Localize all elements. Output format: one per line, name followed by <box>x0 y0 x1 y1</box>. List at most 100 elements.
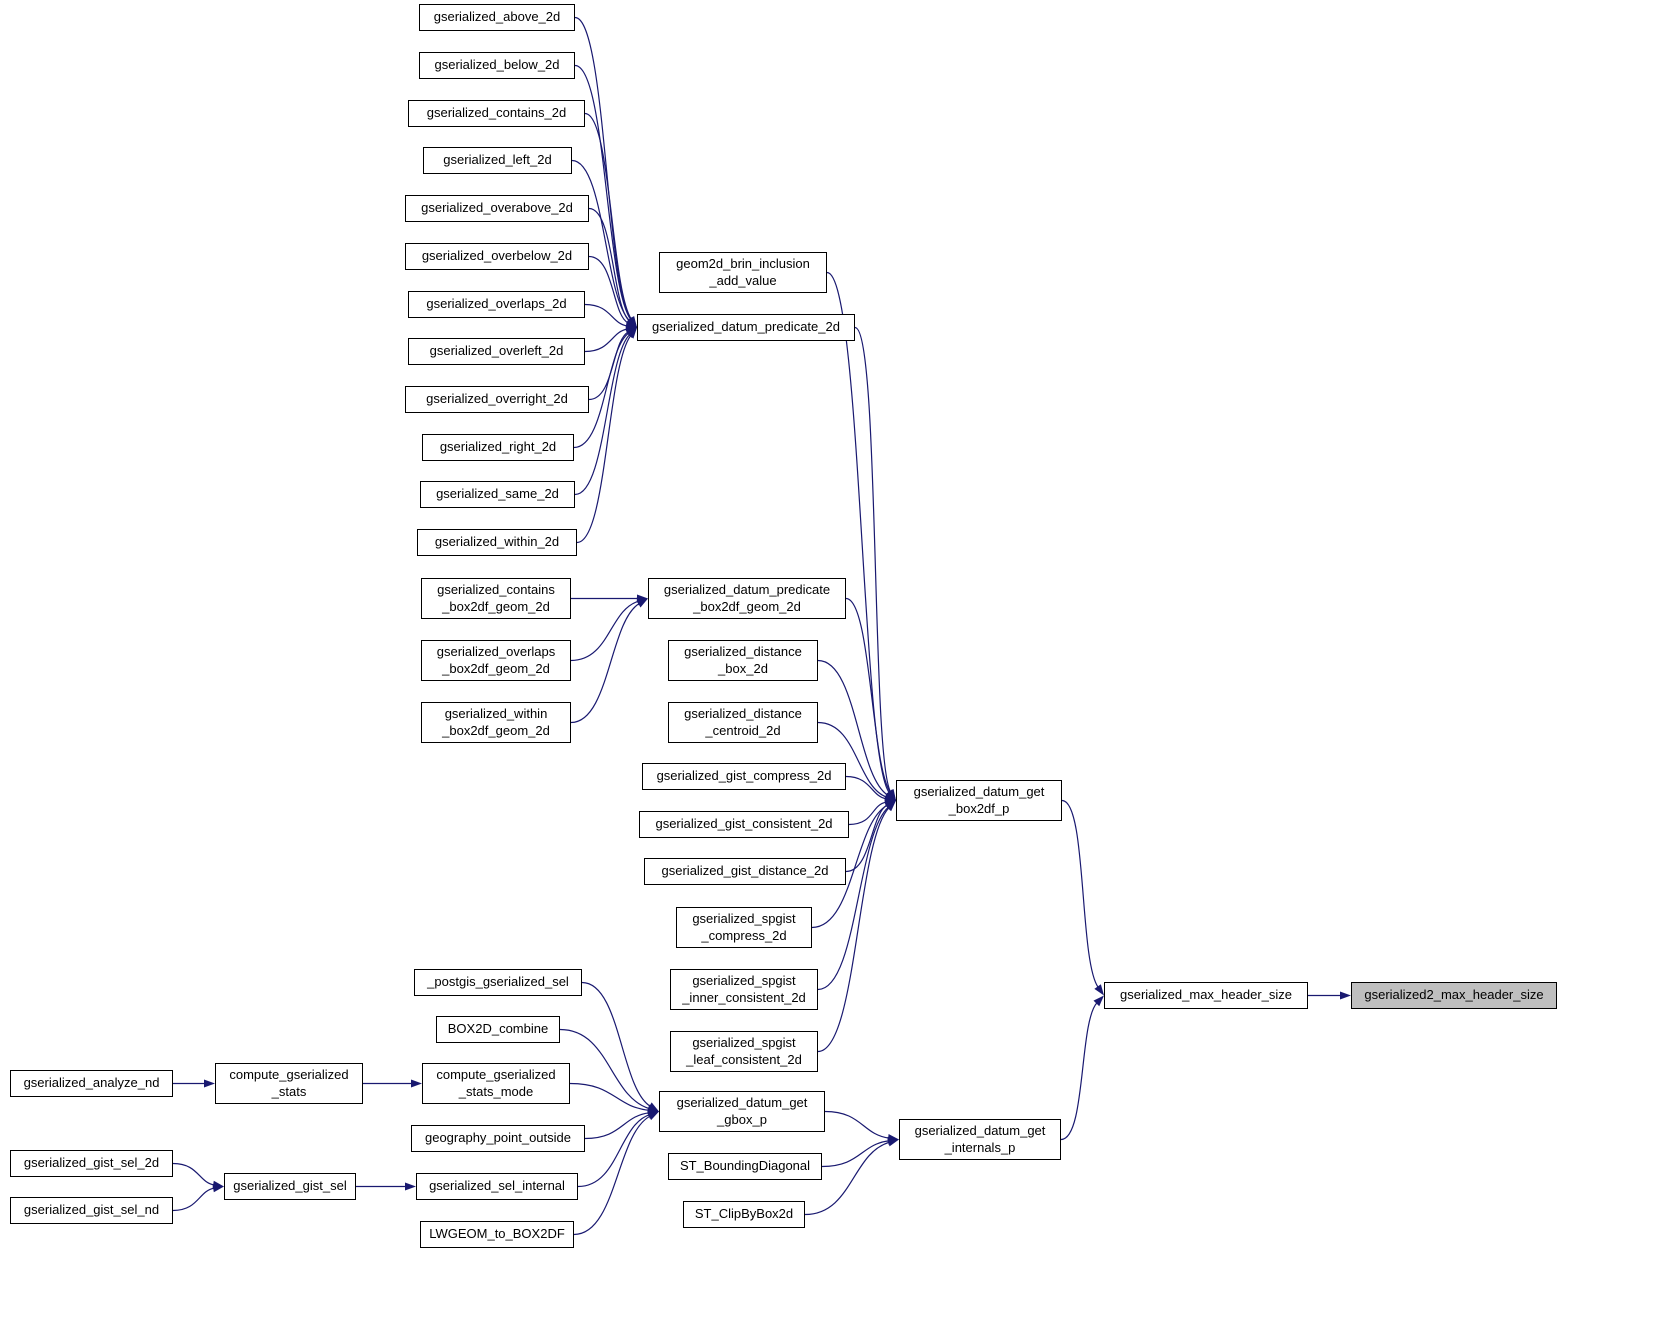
graph-node-gserialized_within_2d[interactable]: gserialized_within_2d <box>417 529 577 556</box>
graph-node-gserialized_overabove_2d[interactable]: gserialized_overabove_2d <box>405 195 589 222</box>
call-edge <box>172 1187 215 1212</box>
call-edge <box>574 16 632 320</box>
graph-node-gserialized_overleft_2d[interactable]: gserialized_overleft_2d <box>408 338 585 365</box>
node-label-line: _centroid_2d <box>705 722 781 738</box>
call-edge <box>573 332 630 449</box>
graph-node-gserialized_distance_centroid_2d[interactable]: gserialized_distance_centroid_2d <box>668 702 818 743</box>
call-edge <box>172 1162 215 1186</box>
graph-node-geography_point_outside[interactable]: geography_point_outside <box>411 1125 585 1152</box>
graph-node-gserialized_datum_get_gbox_p[interactable]: gserialized_datum_get_gbox_p <box>659 1091 825 1132</box>
call-edge <box>845 597 891 793</box>
call-edge <box>576 335 632 544</box>
graph-node-gserialized_spgist_compress_2d[interactable]: gserialized_spgist_compress_2d <box>676 907 812 948</box>
node-label-line: _stats <box>271 1083 307 1099</box>
call-edge <box>584 303 628 327</box>
call-edge <box>570 602 640 724</box>
graph-node-gserialized_gist_sel[interactable]: gserialized_gist_sel <box>224 1173 356 1200</box>
graph-node-gserialized_below_2d[interactable]: gserialized_below_2d <box>419 52 575 79</box>
graph-node-gserialized_within_box2df_geom_2d[interactable]: gserialized_within_box2df_geom_2d <box>421 702 571 743</box>
node-label-line: gserialized_datum_get <box>676 1094 808 1110</box>
call-edge <box>824 1110 890 1139</box>
call-edge <box>1060 1002 1098 1141</box>
arrowhead-icon <box>636 598 648 608</box>
node-label-line: gserialized_same_2d <box>436 486 559 502</box>
call-edge <box>817 807 890 1053</box>
graph-node-ST_ClipByBox2d[interactable]: ST_ClipByBox2d <box>683 1201 805 1228</box>
call-edge <box>574 334 631 496</box>
node-label-line: LWGEOM_to_BOX2DF <box>429 1226 565 1242</box>
call-edge <box>559 1028 650 1110</box>
call-edge <box>577 1114 650 1188</box>
graph-node-gserialized_spgist_leaf_consistent_2d[interactable]: gserialized_spgist_leaf_consistent_2d <box>670 1031 818 1072</box>
graph-node-gserialized_datum_predicate_box2df_geom_2d[interactable]: gserialized_datum_predicate_box2df_geom_… <box>648 578 846 619</box>
graph-node-gserialized_contains_box2df_geom_2d[interactable]: gserialized_contains_box2df_geom_2d <box>421 578 571 619</box>
graph-node-gserialized_sel_internal[interactable]: gserialized_sel_internal <box>416 1173 578 1200</box>
arrowhead-icon <box>1340 991 1351 1000</box>
graph-node-gserialized_overright_2d[interactable]: gserialized_overright_2d <box>405 386 589 413</box>
graph-node-ST_BoundingDiagonal[interactable]: ST_BoundingDiagonal <box>668 1153 822 1180</box>
arrowhead-icon <box>411 1079 422 1088</box>
graph-node-gserialized_overlaps_box2df_geom_2d[interactable]: gserialized_overlaps_box2df_geom_2d <box>421 640 571 681</box>
node-label-line: gserialized_gist_sel <box>233 1178 347 1194</box>
graph-node-gserialized_datum_predicate_2d[interactable]: gserialized_datum_predicate_2d <box>637 314 855 341</box>
graph-node-gserialized2_max_header_size[interactable]: gserialized2_max_header_size <box>1351 982 1557 1009</box>
node-label-line: gserialized_sel_internal <box>429 1178 565 1194</box>
graph-node-gserialized_right_2d[interactable]: gserialized_right_2d <box>422 434 574 461</box>
node-label-line: geography_point_outside <box>424 1130 571 1146</box>
graph-node-gserialized_datum_get_internals_p[interactable]: gserialized_datum_get_internals_p <box>899 1119 1061 1160</box>
node-label-line: ST_BoundingDiagonal <box>679 1158 811 1174</box>
node-label-line: compute_gserialized <box>229 1066 349 1082</box>
graph-node-gserialized_above_2d[interactable]: gserialized_above_2d <box>419 4 575 31</box>
graph-node-gserialized_same_2d[interactable]: gserialized_same_2d <box>420 481 575 508</box>
arrowhead-icon <box>647 1111 659 1121</box>
node-label-line: _box2df_geom_2d <box>693 598 801 614</box>
graph-node-gserialized_overlaps_2d[interactable]: gserialized_overlaps_2d <box>408 291 585 318</box>
node-label-line: gserialized_contains <box>437 581 555 597</box>
node-label-line: _inner_consistent_2d <box>682 989 806 1005</box>
graph-node-compute_gserialized_stats_mode[interactable]: compute_gserialized_stats_mode <box>422 1063 570 1104</box>
call-edge <box>848 801 887 826</box>
graph-node-gserialized_spgist_inner_consistent_2d[interactable]: gserialized_spgist_inner_consistent_2d <box>670 969 818 1010</box>
graph-node-gserialized_gist_consistent_2d[interactable]: gserialized_gist_consistent_2d <box>639 811 849 838</box>
node-label-line: BOX2D_combine <box>447 1021 549 1037</box>
graph-node-gserialized_gist_sel_2d[interactable]: gserialized_gist_sel_2d <box>10 1150 173 1177</box>
node-label-line: gserialized_spgist <box>692 910 796 926</box>
graph-node-geom2d_brin_inclusion_add_value[interactable]: geom2d_brin_inclusion_add_value <box>659 252 827 293</box>
graph-node-gserialized_left_2d[interactable]: gserialized_left_2d <box>423 147 572 174</box>
graph-node-gserialized_gist_distance_2d[interactable]: gserialized_gist_distance_2d <box>644 858 846 885</box>
node-label-line: gserialized_above_2d <box>433 9 561 25</box>
node-label-line: gserialized_datum_predicate <box>663 581 831 597</box>
graph-node-gserialized_datum_get_box2df_p[interactable]: gserialized_datum_get_box2df_p <box>896 780 1062 821</box>
graph-node-gserialized_gist_sel_nd[interactable]: gserialized_gist_sel_nd <box>10 1197 173 1224</box>
node-label-line: gserialized_overleft_2d <box>429 343 564 359</box>
graph-node-gserialized_distance_box_2d[interactable]: gserialized_distance_box_2d <box>668 640 818 681</box>
graph-node-_postgis_gserialized_sel[interactable]: _postgis_gserialized_sel <box>414 969 582 996</box>
node-label-line: _gbox_p <box>717 1111 767 1127</box>
arrowhead-icon <box>627 327 637 339</box>
graph-node-gserialized_analyze_nd[interactable]: gserialized_analyze_nd <box>10 1070 173 1097</box>
node-label-line: _stats_mode <box>458 1083 534 1099</box>
call-edge <box>581 981 651 1107</box>
node-label-line: gserialized_overright_2d <box>426 391 568 407</box>
node-label-line: gserialized_right_2d <box>439 439 557 455</box>
call-edge <box>573 1115 651 1236</box>
graph-node-gserialized_max_header_size[interactable]: gserialized_max_header_size <box>1104 982 1308 1009</box>
node-label-line: _box2df_p <box>948 800 1010 816</box>
graph-node-LWGEOM_to_BOX2DF[interactable]: LWGEOM_to_BOX2DF <box>420 1221 574 1248</box>
node-label-line: gserialized_within_2d <box>434 534 560 550</box>
graph-node-gserialized_gist_compress_2d[interactable]: gserialized_gist_compress_2d <box>642 763 846 790</box>
graph-node-gserialized_contains_2d[interactable]: gserialized_contains_2d <box>408 100 585 127</box>
call-edge <box>811 804 888 929</box>
node-label-line: _compress_2d <box>701 927 787 943</box>
node-label-line: gserialized_distance <box>684 643 802 659</box>
arrowhead-icon <box>885 800 896 812</box>
graph-node-gserialized_overbelow_2d[interactable]: gserialized_overbelow_2d <box>405 243 589 270</box>
node-label-line: gserialized_distance <box>684 705 802 721</box>
node-label-line: ST_ClipByBox2d <box>694 1206 794 1222</box>
arrowhead-icon <box>1093 995 1104 1007</box>
node-label-line: gserialized_gist_distance_2d <box>661 863 829 879</box>
graph-node-compute_gserialized_stats[interactable]: compute_gserialized_stats <box>215 1063 363 1104</box>
call-edge <box>804 1141 890 1216</box>
arrowhead-icon <box>1094 984 1104 996</box>
graph-node-BOX2D_combine[interactable]: BOX2D_combine <box>436 1016 560 1043</box>
